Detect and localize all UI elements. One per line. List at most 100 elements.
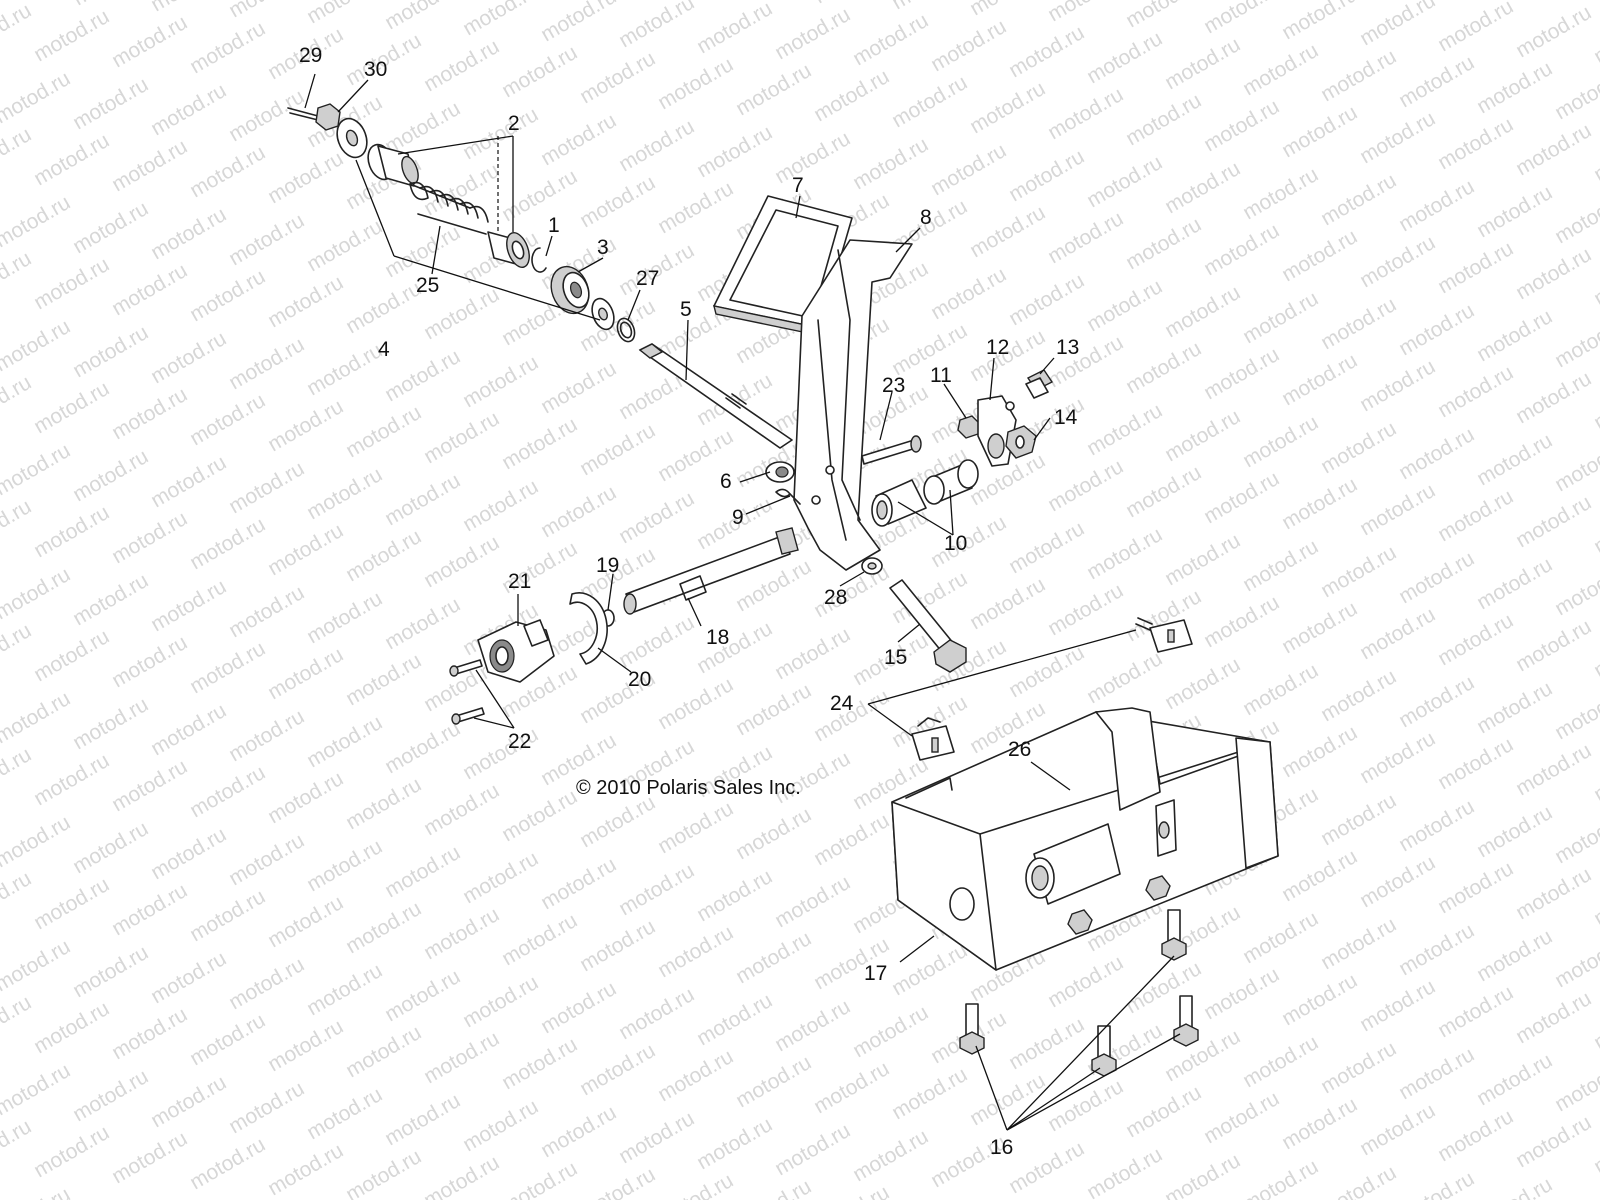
watermark-text: motod.ru	[576, 171, 659, 232]
watermark-text: motod.ru	[1395, 919, 1478, 980]
watermark-text: motod.ru	[576, 1039, 659, 1100]
callout-9: 9	[732, 506, 744, 529]
watermark-text: motod.ru	[1005, 641, 1088, 702]
watermark-text: motod.ru	[0, 495, 35, 556]
watermark-text: motod.ru	[186, 141, 269, 202]
watermark-text: motod.ru	[1356, 727, 1439, 788]
watermark-text: motod.ru	[1278, 0, 1361, 44]
watermark-text: motod.ru	[1395, 1043, 1478, 1104]
watermark-text: motod.ru	[225, 209, 308, 270]
watermark-text: motod.ru	[615, 983, 698, 1044]
watermark-text: motod.ru	[1278, 225, 1361, 286]
watermark-text: motod.ru	[615, 859, 698, 920]
part-16-bolt-d	[959, 1003, 985, 1055]
watermark-text: motod.ru	[1239, 1155, 1322, 1200]
watermark-text: motod.ru	[693, 121, 776, 182]
watermark-text: motod.ru	[849, 9, 932, 70]
callout-27: 27	[636, 267, 659, 290]
part-4-washer-lower	[591, 297, 615, 331]
watermark-text: motod.ru	[303, 959, 386, 1020]
watermark-text: motod.ru	[30, 253, 113, 314]
watermark-text: motod.ru	[927, 15, 1010, 76]
watermark-text: motod.ru	[966, 0, 1049, 20]
watermark-text: motod.ru	[1512, 739, 1595, 800]
watermark-text: motod.ru	[810, 0, 893, 8]
watermark-text: motod.ru	[537, 481, 620, 542]
watermark-text: motod.ru	[420, 779, 503, 840]
watermark-text: motod.ru	[498, 1033, 581, 1094]
watermark-text: motod.ru	[303, 0, 386, 28]
watermark-text: motod.ru	[1473, 925, 1556, 986]
callout-3: 3	[597, 236, 609, 259]
watermark-text: motod.ru	[69, 445, 152, 506]
watermark-text: motod.ru	[0, 935, 74, 996]
watermark-text: motod.ru	[30, 749, 113, 810]
watermark-text: motod.ru	[147, 0, 230, 16]
watermark-text: motod.ru	[264, 891, 347, 952]
part-16-bolt-b	[1173, 995, 1199, 1047]
watermark-text: motod.ru	[1512, 615, 1595, 676]
watermark-text: motod.ru	[654, 921, 737, 982]
watermark-text: motod.ru	[30, 997, 113, 1058]
watermark-text: motod.ru	[654, 797, 737, 858]
watermark-text: motod.ru	[654, 673, 737, 734]
watermark-text: motod.ru	[1161, 1149, 1244, 1200]
watermark-text: motod.ru	[264, 643, 347, 704]
watermark-text: motod.ru	[381, 593, 464, 654]
watermark-text: motod.ru	[69, 321, 152, 382]
callout-17: 17	[864, 962, 887, 985]
watermark-text: motod.ru	[303, 463, 386, 524]
watermark-text: motod.ru	[303, 711, 386, 772]
watermark-text: motod.ru	[342, 525, 425, 586]
callout-29: 29	[299, 44, 322, 67]
watermark-text: motod.ru	[1278, 349, 1361, 410]
watermark-text: motod.ru	[537, 0, 620, 46]
watermark-text: motod.ru	[615, 0, 698, 52]
watermark-text: motod.ru	[0, 619, 35, 680]
watermark-text: motod.ru	[186, 761, 269, 822]
part-27-ring	[616, 317, 636, 343]
watermark-text: motod.ru	[1200, 963, 1283, 1024]
watermark-text: motod.ru	[381, 841, 464, 902]
copyright-notice: © 2010 Polaris Sales Inc.	[576, 777, 801, 799]
watermark-text: motod.ru	[1317, 1161, 1400, 1200]
watermark-text: motod.ru	[1278, 969, 1361, 1030]
watermark-text: motod.ru	[1473, 305, 1556, 366]
part-3-collar	[550, 265, 590, 315]
watermark-text: motod.ru	[1083, 1143, 1166, 1200]
watermark-text: motod.ru	[1317, 541, 1400, 602]
callout-14: 14	[1054, 406, 1078, 429]
watermark-text: motod.ru	[381, 965, 464, 1026]
watermark-text: motod.ru	[0, 1115, 35, 1176]
watermark-text: motod.ru	[147, 451, 230, 512]
watermark-text: motod.ru	[264, 519, 347, 580]
watermark-text: motod.ru	[264, 1139, 347, 1200]
watermark-text: motod.ru	[264, 767, 347, 828]
watermark-text: motod.ru	[849, 133, 932, 194]
watermark-text: motod.ru	[303, 339, 386, 400]
watermark-text: motod.ru	[381, 0, 464, 34]
watermark-text: motod.ru	[1434, 361, 1517, 422]
watermark-text: motod.ru	[381, 717, 464, 778]
watermark-text: motod.ru	[576, 47, 659, 108]
watermark-text: motod.ru	[1161, 405, 1244, 466]
callout-21: 21	[508, 570, 531, 593]
watermark-text: motod.ru	[1434, 981, 1517, 1042]
watermark-text: motod.ru	[1044, 1075, 1127, 1136]
callout-7: 7	[792, 174, 804, 197]
part-20-clip	[569, 592, 608, 665]
part-16-bolt-c	[1091, 1025, 1117, 1077]
part-28-washer	[861, 557, 883, 575]
watermark-text: motod.ru	[459, 847, 542, 908]
watermark-text: motod.ru	[0, 67, 74, 128]
watermark-text: motod.ru	[1083, 27, 1166, 88]
watermark-text: motod.ru	[1395, 51, 1478, 112]
watermark-text: motod.ru	[1551, 187, 1600, 248]
part-17-bracket	[891, 707, 1279, 971]
callout-15: 15	[884, 646, 907, 669]
watermark-text: motod.ru	[1473, 429, 1556, 490]
watermark-text: motod.ru	[1278, 101, 1361, 162]
callout-26: 26	[1008, 738, 1031, 761]
watermark-text: motod.ru	[1005, 21, 1088, 82]
leader-lines	[304, 73, 1181, 1131]
